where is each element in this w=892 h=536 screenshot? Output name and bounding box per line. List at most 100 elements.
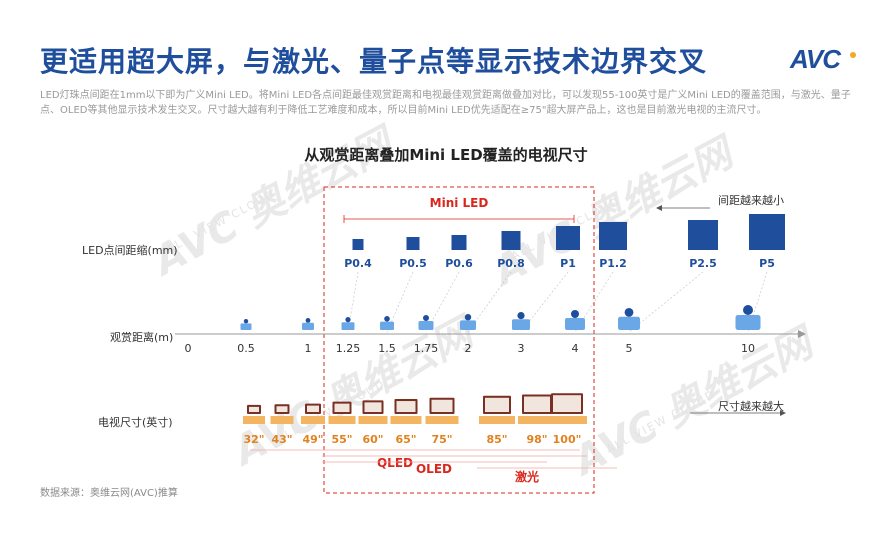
viewer-icon xyxy=(341,322,355,330)
tv-screen xyxy=(553,395,581,412)
tv-stand xyxy=(479,416,515,424)
logo-dot-icon xyxy=(850,52,856,58)
page-title: 更适用超大屏，与激光、量子点等显示技术边界交叉 xyxy=(40,45,708,78)
viewer-icon xyxy=(618,316,640,330)
tv-size-label: 55" xyxy=(331,433,352,446)
distance-tick-label: 1.25 xyxy=(336,342,361,355)
tv-stand xyxy=(301,416,325,424)
viewer-icon-head xyxy=(423,315,429,321)
viewer-icon xyxy=(380,321,394,330)
distance-tick-label: 0 xyxy=(185,342,192,355)
pitch-square xyxy=(451,235,467,250)
distance-tick-label: 1.5 xyxy=(378,342,396,355)
chart-title: 从观赏距离叠加Mini LED覆盖的电视尺寸 xyxy=(304,146,588,164)
pitch-label: P1.2 xyxy=(599,257,627,270)
viewer-icon-head xyxy=(243,319,249,324)
tv-size-label: 100" xyxy=(553,433,582,446)
pitch-label: P5 xyxy=(759,257,775,270)
tech-label-mini-led: Mini LED xyxy=(430,196,489,210)
viewer-icon-head xyxy=(624,308,634,317)
tv-size-label: 43" xyxy=(271,433,292,446)
pitch-label: P0.8 xyxy=(497,257,525,270)
note-size-growing: 尺寸越来越大 xyxy=(718,400,784,413)
pitch-label: P0.4 xyxy=(344,257,372,270)
row-label-distance: 观赏距离(m) xyxy=(110,331,174,344)
viewer-icon xyxy=(302,322,314,330)
tv-size-label: 65" xyxy=(395,433,416,446)
tv-size-label: 60" xyxy=(362,433,383,446)
viewer-icon-head xyxy=(384,316,390,322)
pitch-label: P1 xyxy=(560,257,576,270)
tv-screen xyxy=(249,406,259,412)
viewer-icon-head xyxy=(517,312,525,320)
pitch-square xyxy=(749,214,785,250)
tech-label: QLED xyxy=(377,456,413,470)
pitch-label: P2.5 xyxy=(689,257,717,270)
tv-stand xyxy=(425,416,459,424)
viewer-icon xyxy=(460,320,476,330)
tv-screen xyxy=(334,403,350,412)
row-label-tv-size: 电视尺寸(英寸) xyxy=(98,416,173,429)
tv-size-label: 75" xyxy=(431,433,452,446)
viewer-icon xyxy=(565,318,585,330)
pitch-guide-line xyxy=(386,271,414,333)
row-label-pitch: LED点间距缩(mm) xyxy=(82,244,178,257)
tv-stand xyxy=(270,416,294,424)
tv-screen xyxy=(307,405,319,412)
tv-size-label: 49" xyxy=(302,433,323,446)
pitch-arrow-head xyxy=(656,205,662,211)
tv-screen xyxy=(276,406,288,412)
pitch-square xyxy=(688,220,718,250)
distance-tick-label: 2 xyxy=(465,342,472,355)
note-pitch-shrinking: 间距越来越小 xyxy=(718,194,784,207)
viewer-icon xyxy=(735,315,761,330)
tech-label: 激光 xyxy=(515,469,539,484)
tv-stand xyxy=(518,416,556,424)
pitch-square xyxy=(406,237,420,250)
pitch-guide-line xyxy=(520,271,569,333)
viewer-icon-head xyxy=(464,314,472,321)
pitch-label: P0.6 xyxy=(445,257,473,270)
viewer-icon-head xyxy=(743,305,753,315)
tv-stand xyxy=(547,416,587,424)
pitch-square xyxy=(352,239,364,250)
distance-tick-label: 1.75 xyxy=(414,342,439,355)
tv-screen xyxy=(364,402,382,412)
distance-tick-label: 10 xyxy=(741,342,755,355)
mini-led-coverage-box xyxy=(323,186,595,494)
tv-screen xyxy=(524,396,550,412)
size-arrow-head xyxy=(780,410,786,416)
pitch-guide-line xyxy=(628,271,704,333)
pitch-label: P0.5 xyxy=(399,257,427,270)
viewer-icon-head xyxy=(571,310,579,318)
viewer-icon xyxy=(418,321,434,330)
viewer-icon-head xyxy=(305,318,311,323)
distance-tick-label: 5 xyxy=(626,342,633,355)
distance-tick-label: 0.5 xyxy=(237,342,255,355)
tv-size-label: 98" xyxy=(526,433,547,446)
intro-text: LED灯珠点间距在1mm以下即为广义Mini LED。将Mini LED各点间距… xyxy=(40,90,851,116)
viewer-icon-head xyxy=(345,317,351,323)
tv-screen xyxy=(485,397,509,412)
tv-size-label: 32" xyxy=(243,433,264,446)
tv-stand xyxy=(358,416,388,424)
tv-stand xyxy=(243,416,265,424)
pitch-square xyxy=(556,226,580,250)
tv-stand xyxy=(390,416,422,424)
source-note: 数据来源：奥维云网(AVC)推算 xyxy=(40,488,178,499)
tv-screen xyxy=(396,401,416,412)
tech-label: OLED xyxy=(416,462,452,476)
tv-size-label: 85" xyxy=(486,433,507,446)
distance-axis-arrow xyxy=(798,330,806,338)
pitch-square xyxy=(599,222,627,250)
pitch-square xyxy=(501,231,521,250)
viewer-icon xyxy=(512,319,530,330)
distance-tick-label: 3 xyxy=(518,342,525,355)
distance-tick-label: 4 xyxy=(572,342,579,355)
distance-tick-label: 1 xyxy=(305,342,312,355)
tv-stand xyxy=(328,416,356,424)
viewer-icon xyxy=(240,323,252,330)
avc-logo: AVC xyxy=(790,44,841,74)
tv-screen xyxy=(431,399,453,412)
